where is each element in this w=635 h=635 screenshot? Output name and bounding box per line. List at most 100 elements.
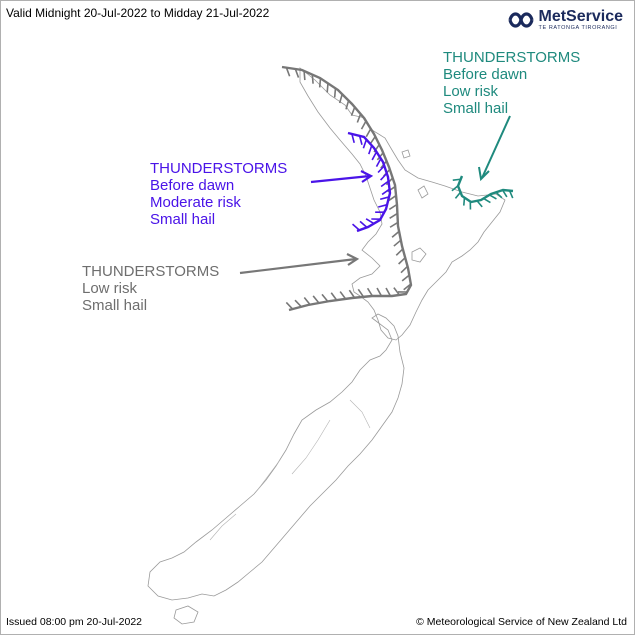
grey-label-line: Low risk (82, 280, 138, 297)
hatch-mark (294, 68, 300, 78)
hatch-mark (311, 74, 314, 84)
lake-taupo (411, 247, 427, 263)
purple-arrow-head (360, 170, 374, 183)
hatch-mark (379, 196, 390, 201)
grey-warning-hatches (285, 67, 412, 310)
hatch-mark (303, 297, 311, 306)
hatch-mark (389, 221, 399, 228)
teal-thunderstorm-label: THUNDERSTORMS Before dawn Low risk Small… (443, 49, 580, 117)
hatch-mark (285, 67, 291, 77)
hatch-mark (356, 113, 362, 123)
grey-thunderstorm-label: THUNDERSTORMS Low risk Small hail (82, 263, 219, 314)
hatch-mark (350, 106, 356, 116)
hatch-mark (352, 223, 360, 231)
north-island-coastline (299, 67, 506, 341)
purple-label-line: Small hail (150, 211, 216, 228)
hatch-mark (380, 172, 388, 181)
hatch-mark (378, 203, 388, 208)
valid-period-text: Valid Midnight 20-Jul-2022 to Midday 21-… (6, 6, 270, 20)
hatch-mark (351, 133, 355, 144)
hatch-mark (403, 283, 412, 291)
hatch-mark (508, 190, 514, 199)
hatch-mark (381, 188, 390, 196)
hatch-mark (452, 178, 461, 182)
hatch-mark (285, 301, 294, 310)
hatch-mark (391, 230, 400, 238)
hatch-mark (369, 136, 376, 145)
hatch-mark (388, 203, 398, 211)
hatch-mark (393, 239, 402, 247)
hatch-mark (476, 200, 483, 208)
hatch-mark (451, 185, 459, 192)
issued-time-text: Issued 08:00 pm 20-Jul-2022 (6, 616, 143, 628)
hatch-mark (454, 191, 462, 199)
purple-arrow (310, 174, 371, 184)
hatch-mark (360, 120, 367, 130)
hatch-mark (318, 78, 322, 88)
purple-warning-hatches (351, 133, 390, 231)
teal-warning-hatches (451, 178, 514, 210)
teal-label-line: Before dawn (443, 66, 528, 83)
hatch-mark (333, 88, 337, 98)
hatch-mark (303, 70, 306, 81)
hatch-mark (365, 128, 372, 138)
grey-arrow (239, 257, 357, 275)
hatch-mark (366, 287, 374, 297)
hatch-mark (359, 220, 368, 228)
hatch-mark (462, 197, 466, 206)
island-coromandel (417, 185, 429, 199)
hatch-mark (321, 293, 329, 302)
teal-label-line: Small hail (443, 100, 509, 117)
hatch-mark (385, 287, 392, 297)
hatch-mark (393, 287, 400, 296)
hatch-mark (400, 265, 409, 274)
hatch-mark (294, 299, 302, 308)
stewart-island (173, 605, 199, 625)
hatch-mark (348, 289, 356, 299)
hatch-mark (371, 151, 378, 161)
metservice-logo: MetService TE RATONGA TIRORANGI (507, 7, 624, 32)
teal-arrow (481, 115, 511, 179)
hatch-mark (389, 212, 398, 219)
hatch-mark (501, 189, 508, 198)
hatch-mark (357, 288, 365, 298)
hatch-mark (401, 274, 410, 282)
purple-label-line: Moderate risk (150, 194, 241, 211)
hatch-mark (345, 100, 350, 110)
south-island-coastline (147, 313, 405, 601)
brand-name: MetService (538, 7, 624, 25)
hatch-mark (339, 291, 347, 300)
copyright-text: © Meteorological Service of New Zealand … (416, 616, 627, 628)
hatch-mark (377, 165, 385, 174)
hatch-mark (489, 194, 497, 200)
hatch-mark (368, 145, 373, 155)
purple-label-line: THUNDERSTORMS (150, 160, 288, 177)
brand-subtitle: TE RATONGA TIRORANGI (538, 24, 618, 31)
hatch-mark (395, 248, 404, 256)
hatch-mark (483, 197, 491, 204)
grey-label-line: THUNDERSTORMS (82, 263, 220, 280)
purple-warning-line (347, 131, 392, 233)
grey-arrow-head (346, 253, 360, 266)
hatch-mark (375, 158, 382, 168)
teal-warning-line (456, 175, 514, 204)
teal-label-line: Low risk (443, 83, 499, 100)
hatch-mark (398, 257, 406, 265)
hatch-mark (362, 139, 368, 149)
teal-label-line: THUNDERSTORMS (443, 49, 581, 66)
purple-label-line: Before dawn (150, 177, 235, 194)
hatch-mark (495, 191, 503, 199)
grey-label-line: Small hail (82, 297, 148, 314)
hatch-mark (388, 194, 397, 202)
hatch-mark (380, 180, 389, 188)
hatch-mark (376, 287, 383, 297)
teal-arrow-head (478, 166, 490, 182)
south-island-interior-lines (209, 399, 371, 541)
island-gbi (401, 149, 411, 159)
hatch-mark (365, 218, 375, 225)
grey-warning-line (281, 65, 413, 312)
hatch-mark (358, 135, 363, 145)
hatch-mark (338, 93, 343, 104)
